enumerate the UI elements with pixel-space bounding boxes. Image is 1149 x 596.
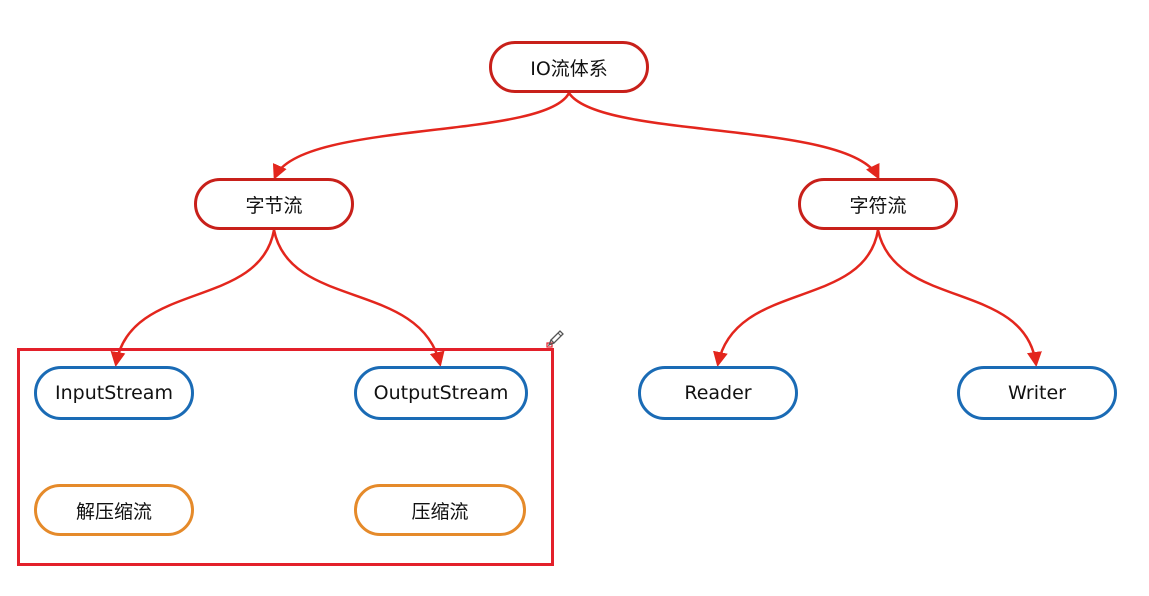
edge-root-to-char: [567, 92, 880, 180]
node-writer[interactable]: Writer: [957, 366, 1117, 420]
pencil-cursor-icon: [546, 330, 564, 348]
node-label: OutputStream: [373, 382, 509, 404]
edge-root-to-byte: [273, 92, 571, 180]
node-label: IO流体系: [530, 57, 608, 80]
node-label: Writer: [1008, 382, 1066, 404]
node-label: 字符流: [849, 194, 907, 217]
node-byte-stream[interactable]: 字节流: [194, 178, 354, 230]
node-label: 压缩流: [411, 500, 469, 523]
node-label: 字节流: [245, 194, 303, 217]
highlight-box: [17, 348, 554, 566]
node-reader[interactable]: Reader: [638, 366, 798, 420]
edge-char-to-writer: [876, 229, 1042, 367]
edge-byte-to-output: [272, 229, 445, 367]
node-output-stream[interactable]: OutputStream: [354, 366, 528, 420]
node-label: Reader: [684, 382, 752, 404]
node-io-stream-system[interactable]: IO流体系: [489, 41, 649, 93]
node-char-stream[interactable]: 字符流: [798, 178, 958, 230]
edge-char-to-reader: [713, 229, 880, 367]
edge-byte-to-input: [110, 229, 276, 367]
node-label: 解压缩流: [75, 500, 152, 523]
node-input-stream[interactable]: InputStream: [34, 366, 194, 420]
node-decompress-stream[interactable]: 解压缩流: [34, 484, 194, 536]
node-compress-stream[interactable]: 压缩流: [354, 484, 526, 536]
node-label: InputStream: [55, 382, 173, 404]
